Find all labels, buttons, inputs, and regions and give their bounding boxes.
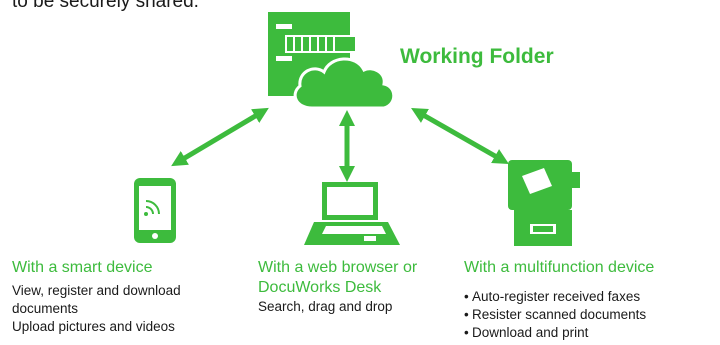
laptop-icon [304,182,400,245]
column-title: With a web browser or DocuWorks Desk [258,258,468,298]
list-item: Resister scanned documents [464,306,718,324]
column-multifunction-device: With a multifunction device Auto-registe… [464,258,718,342]
multifunction-printer-icon [508,160,580,246]
feature-list: Auto-register received faxes Resister sc… [464,288,718,342]
description-line: documents [12,301,79,316]
arrow-hub-smartphone [171,107,269,167]
description-line: Search, drag and drop [258,299,393,314]
column-description: View, register and download documents Up… [12,282,242,336]
arrow-hub-multifunction [411,108,509,164]
description-line: Upload pictures and videos [12,319,175,334]
hub-title: Working Folder [400,45,554,68]
column-title: With a smart device [12,259,153,276]
column-web-browser: With a web browser or DocuWorks Desk Sea… [258,258,468,316]
column-title-line: DocuWorks Desk [258,279,382,296]
description-line: View, register and download [12,283,181,298]
intro-text: to be securely shared. [12,0,199,12]
smartphone-icon [134,178,176,243]
list-item: Download and print [464,324,718,342]
cabinet-cloud-icon [268,12,396,110]
column-title-line: With a web browser or [258,259,418,276]
list-item: Auto-register received faxes [464,288,718,306]
column-smart-device: With a smart device View, register and d… [12,258,242,336]
column-description: Search, drag and drop [258,298,468,316]
column-title: With a multifunction device [464,259,655,276]
